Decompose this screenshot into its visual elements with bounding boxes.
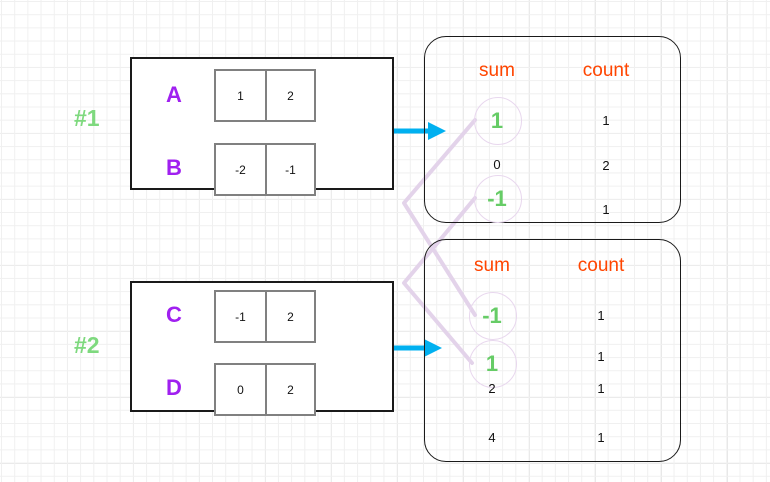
row-cells-d: 0 2 — [214, 363, 316, 416]
aggregate-2-row-3-sum: 4 — [488, 430, 496, 445]
aggregate-1-header-count: count — [582, 60, 630, 81]
aggregate-2-row-1-sum: 1 — [485, 351, 499, 376]
row-label-c: C — [166, 302, 182, 327]
aggregate-1-row-2-count: 1 — [602, 202, 610, 217]
cell-a-0: 1 — [237, 88, 244, 103]
row-cells-b: -2 -1 — [214, 143, 316, 196]
aggregate-panel-2 — [424, 239, 681, 462]
aggregate-2-row-0-count: 1 — [597, 308, 605, 323]
cell-a-1: 2 — [265, 71, 314, 120]
aggregate-1-row-2-sum: -1 — [487, 186, 507, 211]
highlight-halo-sum-1-upper — [474, 97, 522, 145]
aggregate-panel-1 — [424, 36, 681, 223]
cell-c-1: 2 — [265, 292, 314, 341]
aggregate-1-row-1-count: 2 — [602, 158, 610, 173]
aggregate-2-header-count: count — [577, 255, 625, 276]
aggregate-2-row-0-sum: -1 — [482, 303, 502, 328]
row-label-b: B — [166, 155, 182, 180]
aggregate-2-header-sum: sum — [474, 255, 510, 276]
cell-b-0: -2 — [235, 162, 246, 177]
row-label-a: A — [166, 82, 182, 107]
cell-d-0: 0 — [237, 382, 244, 397]
aggregate-2-row-2-count: 1 — [597, 381, 605, 396]
highlight-halo-sum-minus1-lower — [469, 292, 517, 340]
aggregate-1-row-0-sum: 1 — [490, 108, 504, 133]
partition-tag-1: #1 — [74, 105, 100, 131]
aggregate-2-row-3-count: 1 — [597, 430, 605, 445]
row-cells-a: 1 2 — [214, 69, 316, 122]
row-label-d: D — [166, 375, 182, 400]
aggregate-1-row-1-sum: 0 — [493, 157, 501, 172]
cell-d-1: 2 — [265, 365, 314, 414]
highlight-halo-sum-1-lower — [469, 340, 517, 388]
aggregate-2-row-2-sum: 2 — [488, 381, 496, 396]
aggregate-2-row-1-count: 1 — [597, 349, 605, 364]
row-cells-c: -1 2 — [214, 290, 316, 343]
aggregate-1-row-0-count: 1 — [602, 113, 610, 128]
cell-c-0: -1 — [235, 309, 246, 324]
highlight-halo-sum-minus1-upper — [474, 175, 522, 223]
aggregate-1-header-sum: sum — [479, 60, 515, 81]
partition-tag-2: #2 — [74, 332, 100, 358]
cell-b-1: -1 — [265, 145, 314, 194]
